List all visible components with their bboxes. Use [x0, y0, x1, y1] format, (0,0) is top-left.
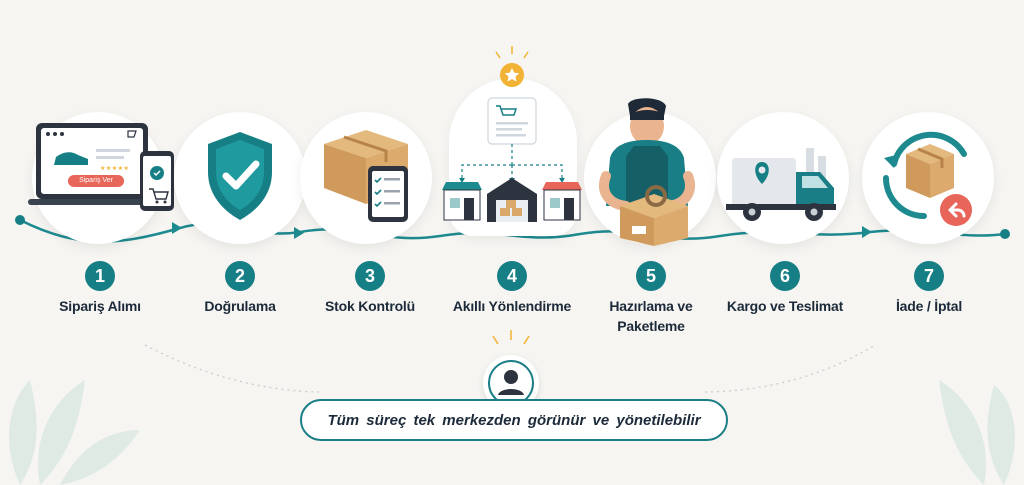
- worker-packing-icon: [599, 98, 695, 246]
- leaf-decoration-right: [939, 380, 1015, 485]
- flow-arrow: [172, 222, 182, 234]
- step-4-label: Akıllı Yönlendirme: [452, 298, 572, 314]
- flow-arrow: [294, 227, 304, 239]
- sparkle-rays-icon: [492, 330, 530, 345]
- delivery-truck-icon: [726, 148, 836, 221]
- summary-text: Tüm süreç tek merkezden görünür ve yönet…: [327, 411, 701, 429]
- step-1-number: 1: [85, 261, 115, 291]
- box-checklist-icon: [324, 130, 408, 222]
- flow-arrow: [862, 226, 872, 238]
- summary-banner: Tüm süreç tek merkezden görünür ve yönet…: [300, 399, 728, 441]
- return-box-icon: [883, 131, 972, 226]
- dotted-arc: [144, 344, 321, 393]
- step-1-label: Sipariş Alımı: [59, 298, 141, 314]
- order-button: Sipariş Ver: [79, 177, 113, 184]
- step-2-label: Doğrulama: [204, 298, 276, 314]
- step-5-label: Hazırlama ve Paketleme: [609, 298, 693, 334]
- step-6-number: 6: [770, 261, 800, 291]
- laptop-phone-order-icon: [28, 123, 174, 211]
- step-7-label: İade / İptal: [895, 298, 963, 314]
- step-3-number: 3: [355, 261, 385, 291]
- step-6-label: Kargo ve Teslimat: [726, 298, 844, 314]
- rating-stars-icon: ★★★★★: [100, 166, 130, 172]
- flow-end-dot: [1000, 229, 1010, 239]
- step-2-number: 2: [225, 261, 255, 291]
- shield-check-icon: [208, 132, 272, 220]
- step-7-number: 7: [914, 261, 944, 291]
- step-4-number: 4: [497, 261, 527, 291]
- step-5-number: 5: [636, 261, 666, 291]
- flow-start-dot: [15, 215, 25, 225]
- leaf-decoration-left: [9, 380, 140, 485]
- step-3-label: Stok Kontrolü: [325, 298, 415, 314]
- routing-stores-icon: [442, 46, 582, 222]
- dotted-arc: [704, 344, 876, 393]
